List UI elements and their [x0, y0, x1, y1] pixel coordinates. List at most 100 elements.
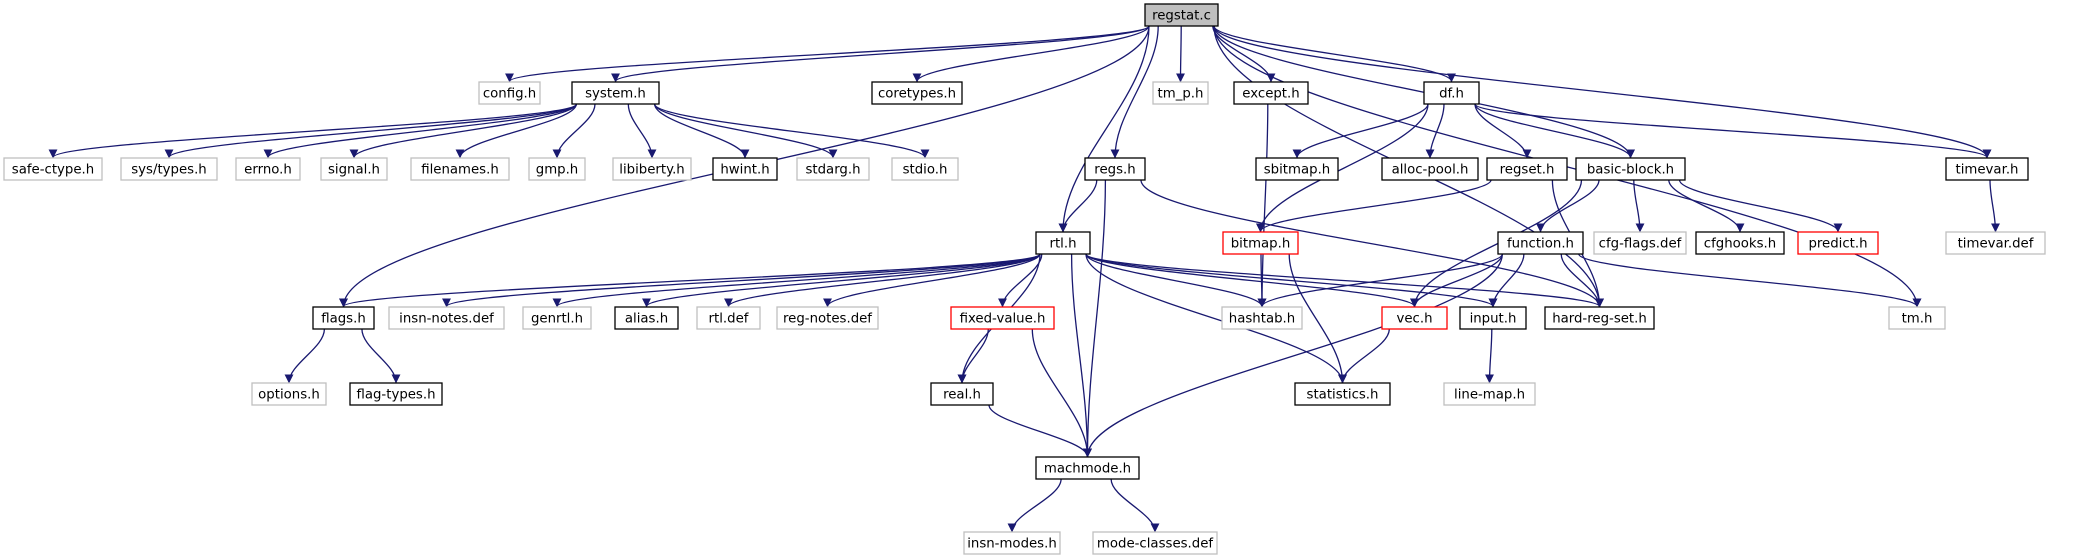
node-system-h[interactable]: system.h [571, 81, 660, 105]
edge-rtl-h-to-alias-h [642, 253, 1041, 308]
node-cfghooks-h[interactable]: cfghooks.h [1695, 231, 1785, 255]
node-alias-h[interactable]: alias.h [614, 306, 679, 330]
edge-real-h-to-machmode-h [988, 404, 1092, 458]
edge-machmode-h-to-insn-modes-h [1007, 478, 1062, 533]
node-box [1294, 382, 1391, 406]
node-insn-modes-h: insn-modes.h [963, 531, 1061, 555]
node-box [235, 157, 301, 181]
node-coretypes-h[interactable]: coretypes.h [871, 81, 963, 105]
edge-basic-block-h-to-cfghooks-h [1668, 179, 1745, 233]
node-basic-block-h[interactable]: basic-block.h [1575, 157, 1686, 181]
edge-regstat-c-to-df-h [1213, 25, 1456, 83]
node-regset-h[interactable]: regset.h [1486, 157, 1568, 181]
edge-df-h-to-basic-block-h [1474, 103, 1635, 159]
node-except-h[interactable]: except.h [1233, 81, 1309, 105]
node-box [522, 306, 592, 330]
edge-df-h-to-alloc-pool-h [1425, 103, 1445, 159]
edge-rtl-h-to-statistics-h [1085, 253, 1347, 384]
node-label: coretypes.h [878, 87, 956, 102]
edge-regstat-c-to-timevar-h [1213, 25, 1992, 159]
node-flags-h[interactable]: flags.h [312, 306, 375, 330]
node-box [1497, 231, 1584, 255]
node-box [891, 157, 959, 181]
node-box [930, 382, 994, 406]
node-df-h[interactable]: df.h [1423, 81, 1480, 105]
edge-rtl-h-to-rtl-def [724, 253, 1041, 308]
node-rtl-h[interactable]: rtl.h [1035, 231, 1091, 255]
node-machmode-h[interactable]: machmode.h [1035, 456, 1140, 480]
node-vec-h[interactable]: vec.h [1381, 306, 1448, 330]
node-label: flags.h [321, 312, 366, 327]
node-box [1486, 157, 1568, 181]
node-label: config.h [483, 87, 536, 102]
node-flag-types-h[interactable]: flag-types.h [349, 382, 443, 406]
node-label: cfg-flags.def [1599, 237, 1682, 252]
edge-df-h-to-sbitmap-h [1292, 103, 1429, 159]
node-predict-h[interactable]: predict.h [1797, 231, 1879, 255]
node-label: hwint.h [720, 163, 769, 178]
node-label: tm_p.h [1158, 87, 1204, 102]
edge-regstat-c-to-regs-h [1110, 25, 1159, 159]
node-stdio-h: stdio.h [891, 157, 959, 181]
node-label: hashtab.h [1229, 312, 1295, 327]
node-box [120, 157, 218, 181]
edge-regstat-c-to-rtl-h [1058, 25, 1150, 233]
node-label: line-map.h [1454, 388, 1525, 403]
edge-regstat-c-to-tm-p-h [1176, 25, 1186, 83]
edge-rtl-h-to-fixed-value-h [998, 253, 1043, 308]
node-label: errno.h [244, 163, 292, 178]
node-box [1443, 382, 1536, 406]
node-input-h[interactable]: input.h [1459, 306, 1527, 330]
node-label: alias.h [625, 312, 668, 327]
node-statistics-h[interactable]: statistics.h [1294, 382, 1391, 406]
edge-rtl-h-to-reg-notes-def [823, 253, 1041, 308]
node-regs-h[interactable]: regs.h [1084, 157, 1146, 181]
node-box [1423, 81, 1480, 105]
node-hard-reg-set-h[interactable]: hard-reg-set.h [1544, 306, 1655, 330]
node-bitmap-h[interactable]: bitmap.h [1222, 231, 1299, 255]
node-reg-notes-def: reg-notes.def [776, 306, 879, 330]
node-label: signal.h [328, 163, 380, 178]
node-timevar-h[interactable]: timevar.h [1945, 157, 2029, 181]
node-box [320, 157, 388, 181]
edge-system-h-to-filenames-h [455, 103, 578, 159]
node-function-h[interactable]: function.h [1497, 231, 1584, 255]
node-real-h[interactable]: real.h [930, 382, 994, 406]
edge-flags-h-to-options-h [284, 328, 326, 384]
edge-function-h-to-tm-h [1578, 253, 1922, 308]
node-label: vec.h [1396, 312, 1432, 327]
node-timevar-def: timevar.def [1945, 231, 2046, 255]
node-label: insn-modes.h [967, 537, 1057, 552]
node-box [1152, 81, 1209, 105]
edge-function-h-to-machmode-h [1083, 253, 1503, 458]
node-label: insn-notes.def [399, 312, 494, 327]
edge-rtl-h-to-vec-h [1085, 253, 1419, 308]
edge-rtl-h-to-insn-notes-def [442, 253, 1041, 308]
node-label: rtl.h [1049, 237, 1076, 252]
node-label: filenames.h [421, 163, 499, 178]
node-box [950, 306, 1055, 330]
node-sbitmap-h[interactable]: sbitmap.h [1255, 157, 1339, 181]
node-box [1888, 306, 1946, 330]
node-box [712, 157, 778, 181]
node-box [612, 157, 692, 181]
node-box [1945, 231, 2046, 255]
node-hwint-h[interactable]: hwint.h [712, 157, 778, 181]
node-box [871, 81, 963, 105]
node-stdarg-h: stdarg.h [796, 157, 870, 181]
edge-system-h-to-libiberty-h [627, 103, 657, 159]
node-fixed-value-h[interactable]: fixed-value.h [950, 306, 1055, 330]
node-tm-h: tm.h [1888, 306, 1946, 330]
node-box [796, 157, 870, 181]
edge-fixed-value-h-to-real-h [957, 328, 989, 384]
edge-system-h-to-gmp-h [552, 103, 596, 159]
node-label: tm.h [1902, 312, 1933, 327]
edge-system-h-to-stdarg-h [653, 103, 838, 159]
edge-vec-h-to-statistics-h [1338, 328, 1390, 384]
node-box [349, 382, 443, 406]
edge-basic-block-h-to-cfg-flags-def [1633, 179, 1645, 233]
node-box [614, 306, 679, 330]
node-alloc-pool-h[interactable]: alloc-pool.h [1381, 157, 1479, 181]
node-regstat-c: regstat.c [1144, 3, 1219, 27]
node-box [696, 306, 761, 330]
